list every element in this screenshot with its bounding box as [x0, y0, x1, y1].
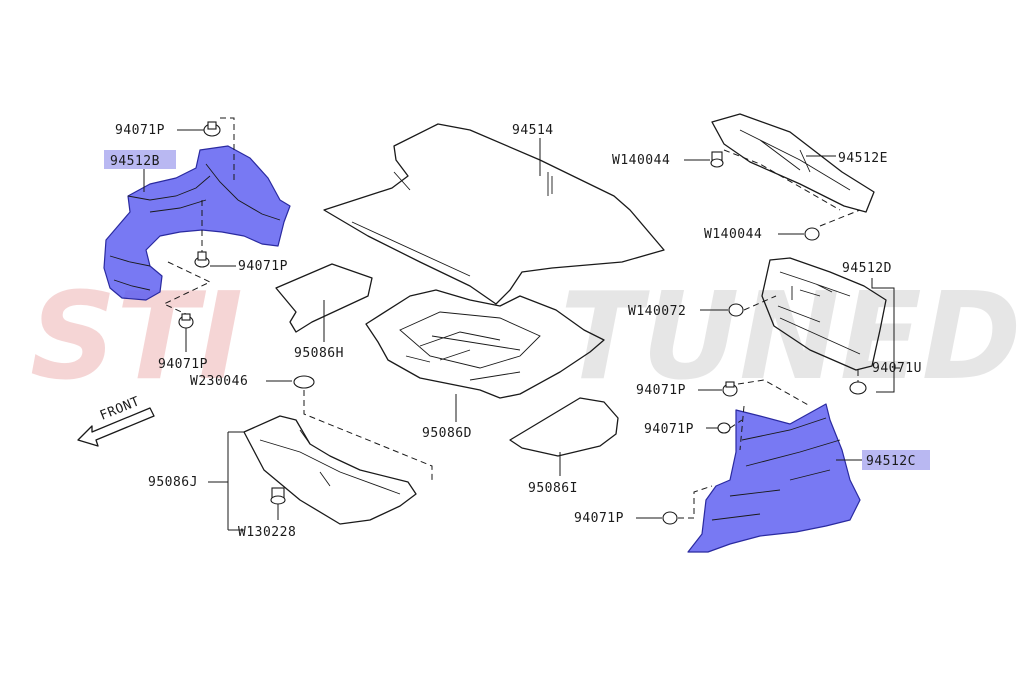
- trunk-mat-94514: [323, 123, 665, 305]
- label-94071u: 94071U: [872, 361, 922, 376]
- label-94071p-e: 94071P: [644, 422, 694, 437]
- trunk-tub-95086d: [365, 289, 605, 399]
- label-94514: 94514: [512, 123, 554, 138]
- clip-w130228: [270, 487, 286, 505]
- label-95086j: 95086J: [148, 475, 198, 490]
- label-94512b: 94512B: [110, 154, 160, 169]
- label-94071p-c: 94071P: [158, 357, 208, 372]
- trim-panel-94512c: [687, 403, 861, 553]
- clip-w140044-a: [710, 151, 724, 168]
- label-w140044-b: W140044: [704, 227, 762, 242]
- panel-95086i: [509, 397, 619, 457]
- trim-panel-94512b: [103, 145, 291, 301]
- clip-94071u: [849, 381, 867, 395]
- clip-94071p-a: [203, 121, 221, 137]
- trim-panel-94512e: [711, 113, 875, 213]
- clip-w140072: [728, 303, 744, 317]
- label-95086d: 95086D: [422, 426, 472, 441]
- label-94512c-highlight: [862, 450, 930, 470]
- label-94512d: 94512D: [842, 261, 892, 276]
- label-94071p-f: 94071P: [574, 511, 624, 526]
- label-w130228: W130228: [238, 525, 296, 540]
- label-94512e: 94512E: [838, 151, 888, 166]
- label-94071p-d: 94071P: [636, 383, 686, 398]
- cover-95086j: [243, 415, 417, 525]
- pad-w230046: [293, 375, 315, 389]
- label-w140044-a: W140044: [612, 153, 670, 168]
- label-w230046: W230046: [190, 374, 248, 389]
- clip-94071p-d: [722, 381, 738, 397]
- label-w140072: W140072: [628, 304, 686, 319]
- clip-94071p-e: [717, 422, 731, 434]
- label-94512c: 94512C: [866, 454, 916, 469]
- label-94071p-b: 94071P: [238, 259, 288, 274]
- label-95086h: 95086H: [294, 346, 344, 361]
- panel-95086h: [275, 263, 373, 333]
- label-95086i: 95086I: [528, 481, 578, 496]
- label-94512b-highlight: [104, 150, 176, 169]
- trim-panel-94512d: [761, 257, 887, 371]
- label-94071p-a: 94071P: [115, 123, 165, 138]
- clip-w140044-b: [804, 227, 820, 241]
- clip-94071p-f: [662, 511, 678, 525]
- clip-94071p-b: [194, 251, 210, 268]
